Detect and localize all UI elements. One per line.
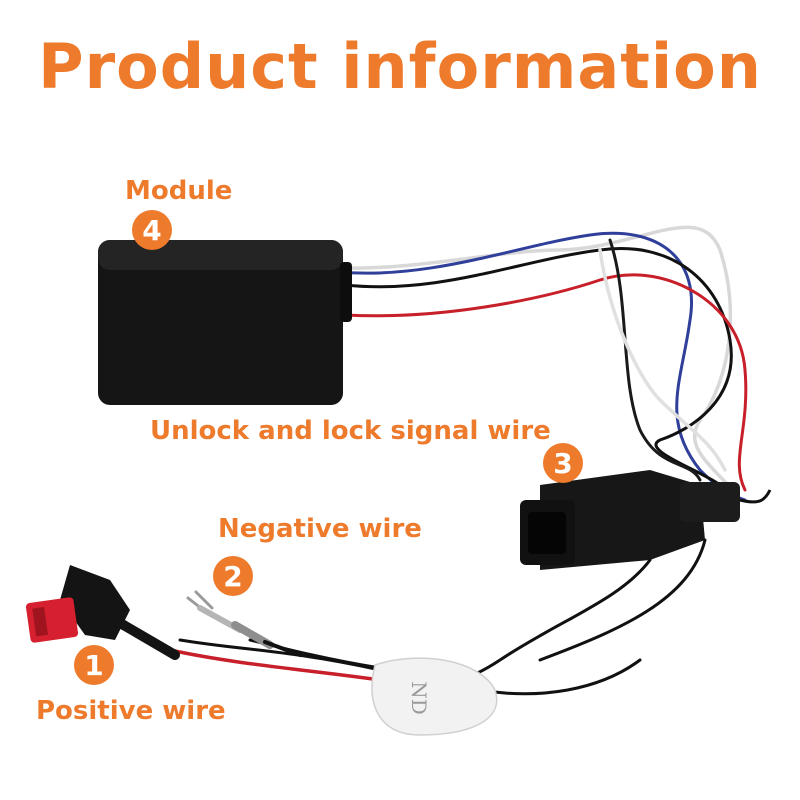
module-label: Module [125,176,233,206]
positive-plug [25,565,180,660]
red-wire-loop [343,273,748,492]
black-wire-loop [343,247,733,487]
white-wire-loop-2 [598,248,727,472]
black-wire-loop-2 [608,238,702,482]
sticker-text: ND [406,681,431,715]
blue-wire [338,231,747,502]
badge-4: 4 [132,210,172,250]
signal-connector [520,470,772,570]
page-title: Product information [38,30,762,103]
positive-wire-label: Positive wire [36,696,226,726]
negative-terminal [186,590,302,657]
badge-2: 2 [213,556,253,596]
module-box [98,240,352,405]
white-wire [338,225,742,502]
sticker-wrap [371,657,498,736]
badge-1: 1 [74,645,114,685]
signal-wire-label: Unlock and lock signal wire [150,416,551,446]
badge-3: 3 [543,443,583,483]
negative-wire-label: Negative wire [218,514,422,544]
